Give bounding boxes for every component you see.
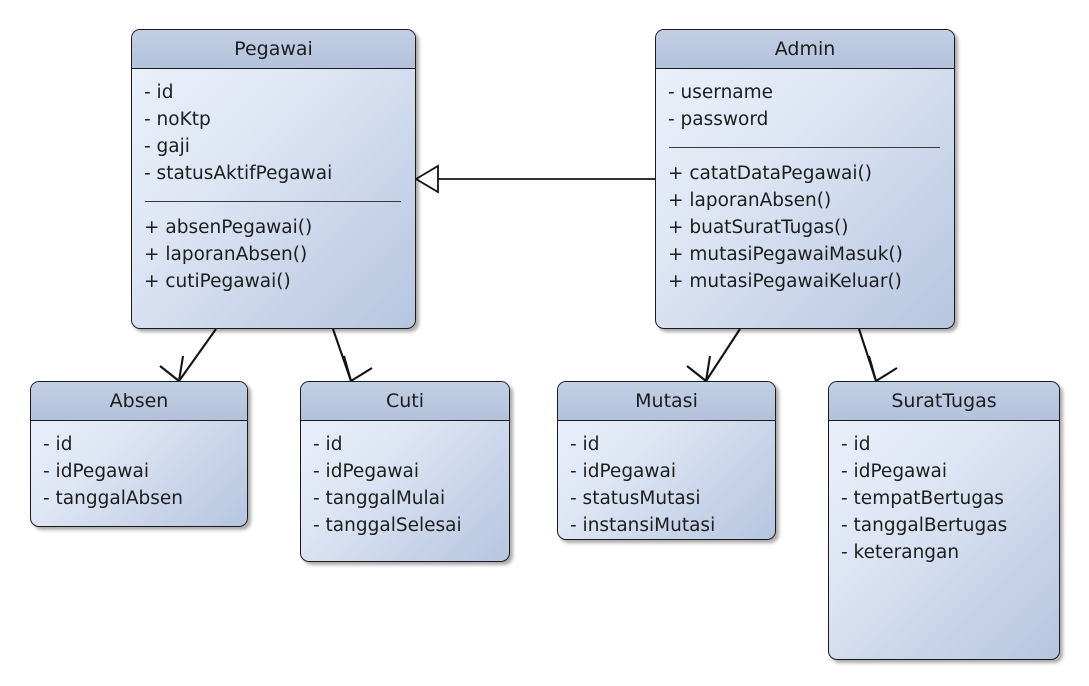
attribute-row: - idPegawai (570, 461, 677, 482)
attribute-row: - noKtp (144, 109, 211, 130)
method-row: + mutasiPegawaiKeluar() (668, 271, 902, 292)
attribute-row: - keterangan (841, 542, 960, 563)
attribute-row: - id (43, 434, 73, 455)
class-body-absen: - id - idPegawai - tanggalAbsen (31, 421, 247, 520)
method-row: + catatDataPegawai() (668, 163, 872, 184)
method-row: + mutasiPegawaiMasuk() (668, 244, 903, 265)
class-box-cuti[interactable]: Cuti - id - idPegawai - tanggalMulai - t… (300, 381, 510, 562)
class-name-admin: Admin (656, 30, 954, 69)
class-name-cuti: Cuti (301, 382, 509, 421)
relationship-pegawai-admin[interactable] (414, 164, 655, 194)
open-triangle-arrowhead-icon (414, 164, 439, 194)
attribute-row: - tanggalSelesai (313, 515, 462, 536)
class-body-pegawai: - id - noKtp - gaji - statusAktifPegawai… (132, 69, 415, 303)
attribute-row: - statusAktifPegawai (144, 163, 333, 184)
crows-foot-icon (867, 355, 898, 382)
method-row: + laporanAbsen() (668, 190, 832, 211)
class-body-admin: - username - password + catatDataPegawai… (656, 69, 954, 303)
relationship-admin-mutasi[interactable] (686, 328, 741, 382)
class-body-surattugas: - id - idPegawai - tempatBertugas - tang… (829, 421, 1059, 574)
section-divider (669, 147, 940, 148)
class-name-pegawai: Pegawai (132, 30, 415, 69)
method-row: + absenPegawai() (144, 217, 313, 238)
class-name-mutasi: Mutasi (558, 382, 775, 421)
relationship-line-pegawai-absen (178, 328, 217, 382)
attribute-row: - tanggalBertugas (841, 515, 1008, 536)
section-divider (145, 201, 401, 202)
attribute-row: - gaji (144, 136, 190, 157)
class-body-cuti: - id - idPegawai - tanggalMulai - tangga… (301, 421, 509, 547)
attribute-row: - id (313, 434, 343, 455)
class-body-mutasi: - id - idPegawai - statusMutasi - instan… (558, 421, 775, 539)
method-row: + cutiPegawai() (144, 271, 291, 292)
attribute-row: - tanggalAbsen (43, 488, 183, 509)
attribute-row: - id (570, 434, 600, 455)
attribute-row: - idPegawai (313, 461, 420, 482)
attribute-row: - tanggalMulai (313, 488, 446, 509)
attribute-row: - password (668, 109, 769, 130)
class-box-pegawai[interactable]: Pegawai - id - noKtp - gaji - statusAkti… (131, 29, 416, 329)
crows-foot-icon (686, 355, 712, 382)
class-box-absen[interactable]: Absen - id - idPegawai - tanggalAbsen (30, 381, 248, 527)
class-name-absen: Absen (31, 382, 247, 421)
relationship-pegawai-absen[interactable] (159, 328, 217, 382)
attribute-row: - id (841, 434, 871, 455)
relationship-pegawai-cuti[interactable] (332, 328, 373, 382)
relationship-admin-surattugas[interactable] (858, 328, 898, 382)
class-box-surattugas[interactable]: SuratTugas - id - idPegawai - tempatBert… (828, 381, 1060, 660)
attribute-row: - username (668, 82, 774, 103)
method-row: + laporanAbsen() (144, 244, 308, 265)
relationship-line-admin-mutasi (705, 328, 741, 382)
attribute-row: - idPegawai (841, 461, 948, 482)
attribute-row: - statusMutasi (570, 488, 701, 509)
class-box-mutasi[interactable]: Mutasi - id - idPegawai - statusMutasi -… (557, 381, 776, 540)
method-row: + buatSuratTugas() (668, 217, 849, 238)
class-box-admin[interactable]: Admin - username - password + catatDataP… (655, 29, 955, 329)
attribute-row: - instansiMutasi (570, 515, 716, 536)
crows-foot-icon (159, 355, 185, 382)
attribute-row: - id (144, 82, 174, 103)
class-name-surattugas: SuratTugas (829, 382, 1059, 421)
crows-foot-icon (342, 355, 373, 382)
attribute-row: - tempatBertugas (841, 488, 1004, 509)
attribute-row: - idPegawai (43, 461, 150, 482)
